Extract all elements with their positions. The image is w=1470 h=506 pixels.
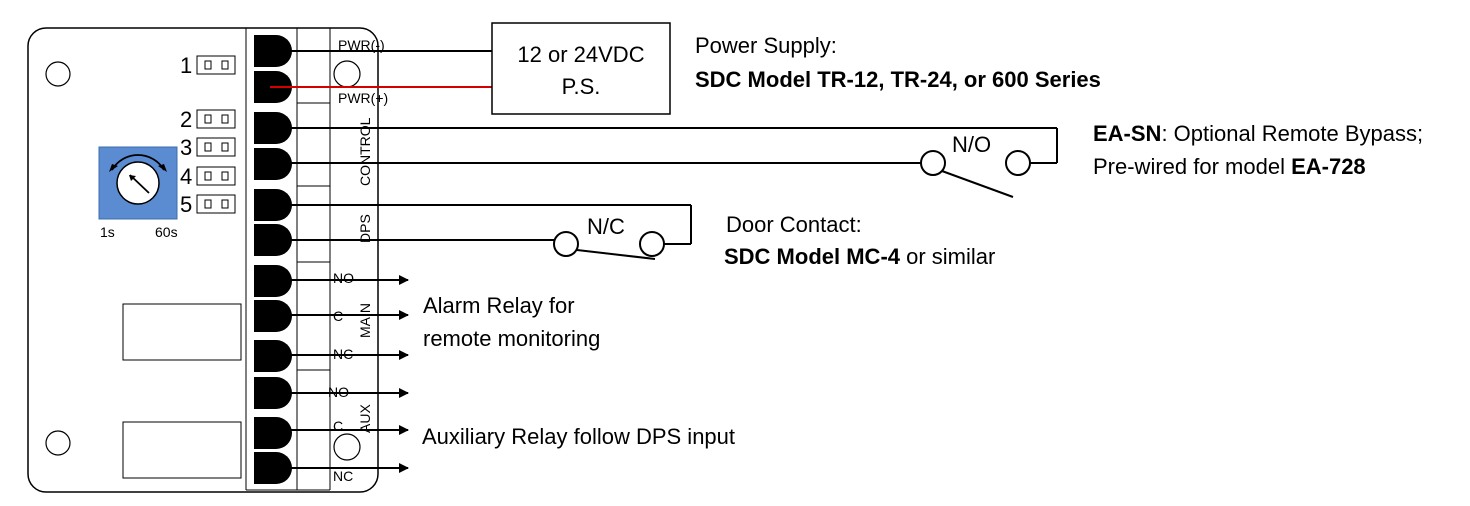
no-switch-contact-2 bbox=[1005, 150, 1031, 176]
nc-switch-contact-2 bbox=[639, 231, 665, 257]
jumper-3: 3 bbox=[180, 135, 236, 160]
jumper-2: 2 bbox=[180, 107, 236, 132]
mounting-hole-tl bbox=[45, 61, 71, 87]
timer-min-label: 1s bbox=[100, 224, 115, 240]
door-contact-similar: or similar bbox=[900, 244, 995, 269]
label-pwr-neg: PWR(-) bbox=[338, 37, 385, 53]
jumper-label-5: 5 bbox=[180, 192, 192, 217]
mounting-hole-tr bbox=[333, 60, 361, 88]
nc-switch-contact-1 bbox=[553, 231, 579, 257]
label-dps: DPS bbox=[357, 214, 373, 243]
power-supply-box-line1: 12 or 24VDC bbox=[517, 42, 644, 67]
jumper-4: 4 bbox=[180, 164, 236, 189]
controller-board bbox=[27, 27, 379, 493]
remote-bypass-line1: EA-SN: Optional Remote Bypass; bbox=[1093, 121, 1423, 146]
power-supply-box-line2: P.S. bbox=[562, 74, 601, 99]
remote-bypass-prewired: Pre-wired for model bbox=[1093, 154, 1291, 179]
jumper-5: 5 bbox=[180, 192, 236, 217]
label-main: MAIN bbox=[357, 303, 373, 338]
label-control: CONTROL bbox=[357, 117, 373, 186]
no-switch-contact-1 bbox=[920, 150, 946, 176]
aux-relay bbox=[122, 421, 242, 479]
aux-relay-line1: Auxiliary Relay follow DPS input bbox=[422, 424, 735, 449]
no-switch-label: N/O bbox=[952, 132, 991, 157]
timer-max-label: 60s bbox=[155, 224, 178, 240]
timer-potentiometer: 1s 60s bbox=[98, 146, 178, 240]
door-contact-line2: SDC Model MC-4 or similar bbox=[724, 244, 995, 269]
door-contact-model: SDC Model MC-4 bbox=[724, 244, 901, 269]
remote-bypass-model: EA-SN bbox=[1093, 121, 1161, 146]
door-contact-title: Door Contact: bbox=[726, 212, 862, 237]
mounting-hole-bl bbox=[45, 430, 71, 456]
remote-bypass-prewired-model: EA-728 bbox=[1291, 154, 1366, 179]
jumper-label-3: 3 bbox=[180, 135, 192, 160]
power-supply-models: SDC Model TR-12, TR-24, or 600 Series bbox=[695, 67, 1101, 92]
jumper-label-4: 4 bbox=[180, 164, 192, 189]
remote-bypass-line2: Pre-wired for model EA-728 bbox=[1093, 154, 1366, 179]
label-aux: AUX bbox=[357, 404, 373, 433]
alarm-relay-line1: Alarm Relay for bbox=[423, 293, 575, 318]
terminal-aux-c bbox=[254, 417, 292, 449]
main-relay bbox=[122, 303, 242, 361]
jumper-label-1: 1 bbox=[180, 53, 192, 78]
jumper-1: 1 bbox=[180, 53, 236, 78]
label-main-no: NO bbox=[333, 270, 354, 286]
remote-bypass-desc: : Optional Remote Bypass; bbox=[1161, 121, 1423, 146]
power-supply-box bbox=[491, 22, 671, 115]
label-pwr-pos: PWR(+) bbox=[338, 90, 388, 106]
mounting-hole-br bbox=[333, 433, 361, 461]
nc-switch-label: N/C bbox=[587, 214, 625, 239]
no-switch-arm bbox=[941, 170, 1014, 198]
label-aux-nc: NC bbox=[333, 468, 353, 484]
nc-switch-arm bbox=[576, 249, 656, 260]
label-aux-c: C bbox=[333, 418, 343, 434]
jumper-label-2: 2 bbox=[180, 107, 192, 132]
alarm-relay-line2: remote monitoring bbox=[423, 326, 600, 351]
power-supply-title: Power Supply: bbox=[695, 33, 837, 58]
